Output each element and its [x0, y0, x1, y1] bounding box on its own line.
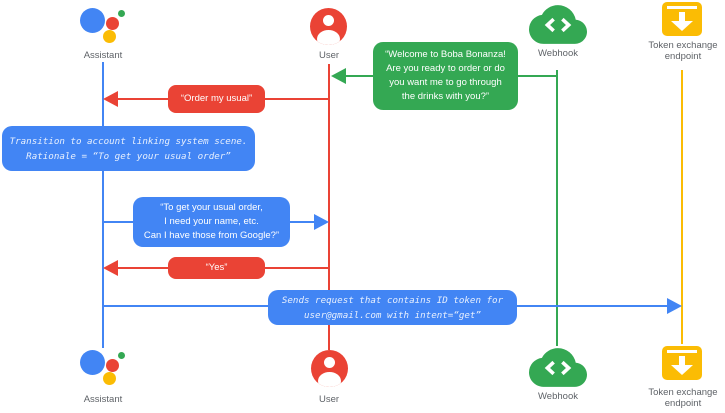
token-icon-arrow-head	[671, 365, 693, 375]
transition-note: Transition to account linking system sce…	[2, 126, 255, 171]
ask-google-message: “To get your usual order, I need your na…	[133, 197, 290, 247]
assistant-logo-blue-dot	[80, 350, 105, 375]
assistant-logo-yellow-dot	[103, 372, 116, 385]
sends-request-message: Sends request that contains ID token for…	[268, 290, 517, 325]
assistant-label-bottom: Assistant	[83, 394, 123, 405]
token-icon-slot	[667, 6, 697, 9]
assistant-logo-red-dot	[106, 17, 119, 30]
token-endpoint-label-top: Token exchange endpoint	[648, 40, 718, 62]
webhook-cloud-icon-bottom	[529, 348, 587, 387]
token-icon-arrow-stem	[679, 12, 685, 21]
sends-request-arrowhead-icon	[667, 298, 682, 314]
user-icon-head	[324, 357, 335, 368]
webhook-lifeline	[556, 70, 558, 346]
ask-arrowhead-icon	[314, 214, 329, 230]
user-icon-head	[323, 15, 334, 26]
order-usual-message: “Order my usual”	[168, 85, 265, 113]
assistant-icon-bottom	[78, 348, 128, 392]
order-arrowhead-icon	[103, 91, 118, 107]
welcome-message: “Welcome to Boba Bonanza! Are you ready …	[373, 42, 518, 110]
user-label-top: User	[318, 50, 340, 61]
welcome-arrowhead-icon	[331, 68, 346, 84]
token-icon-slot	[667, 350, 697, 353]
webhook-label-bottom: Webhook	[538, 391, 578, 402]
user-icon-bottom	[311, 350, 348, 387]
user-lifeline	[328, 64, 330, 350]
webhook-cloud-icon	[529, 5, 587, 44]
assistant-lifeline	[102, 62, 104, 348]
token-endpoint-icon	[662, 2, 702, 36]
token-endpoint-icon-bottom	[662, 346, 702, 380]
yes-message: “Yes”	[168, 257, 265, 279]
user-icon-body	[318, 372, 341, 387]
token-icon-arrow-stem	[679, 356, 685, 365]
webhook-label-top: Webhook	[538, 48, 578, 59]
assistant-logo-green-dot	[118, 352, 125, 359]
user-label-bottom: User	[318, 394, 340, 405]
assistant-icon	[78, 6, 128, 50]
user-icon	[310, 8, 347, 45]
user-icon-body	[317, 30, 340, 45]
token-endpoint-lifeline	[681, 70, 683, 344]
assistant-logo-red-dot	[106, 359, 119, 372]
assistant-logo-green-dot	[118, 10, 125, 17]
assistant-logo-yellow-dot	[103, 30, 116, 43]
assistant-label-top: Assistant	[83, 50, 123, 61]
assistant-logo-blue-dot	[80, 8, 105, 33]
token-endpoint-label-bottom: Token exchange endpoint	[648, 387, 718, 409]
yes-arrowhead-icon	[103, 260, 118, 276]
token-icon-arrow-head	[671, 21, 693, 31]
